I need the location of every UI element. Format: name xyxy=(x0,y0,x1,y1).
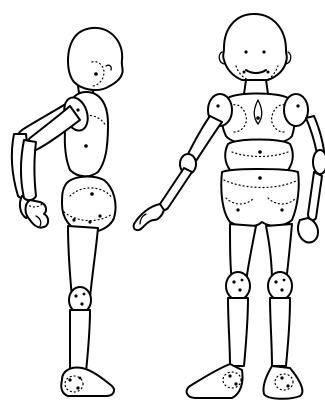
front-left-hand xyxy=(134,204,164,230)
side-hips xyxy=(62,177,116,233)
front-neck xyxy=(244,80,268,94)
front-left-arm xyxy=(134,116,222,230)
front-abdomen xyxy=(225,140,293,171)
front-view-figure xyxy=(134,14,325,399)
front-right-arm xyxy=(298,116,325,243)
front-right-leg xyxy=(263,224,302,399)
side-head xyxy=(68,28,123,90)
front-head xyxy=(219,14,291,82)
front-right-hand xyxy=(298,218,318,243)
side-shin xyxy=(70,310,90,372)
front-chest xyxy=(222,94,295,145)
side-view-figure xyxy=(12,28,123,396)
side-torso xyxy=(60,92,108,176)
front-left-foot xyxy=(187,364,243,398)
front-left-leg xyxy=(187,224,256,398)
side-hand xyxy=(26,200,49,228)
front-pelvis xyxy=(221,169,298,227)
front-right-foot xyxy=(263,366,302,399)
side-foot xyxy=(61,368,114,397)
front-shoulder-right xyxy=(284,94,308,126)
